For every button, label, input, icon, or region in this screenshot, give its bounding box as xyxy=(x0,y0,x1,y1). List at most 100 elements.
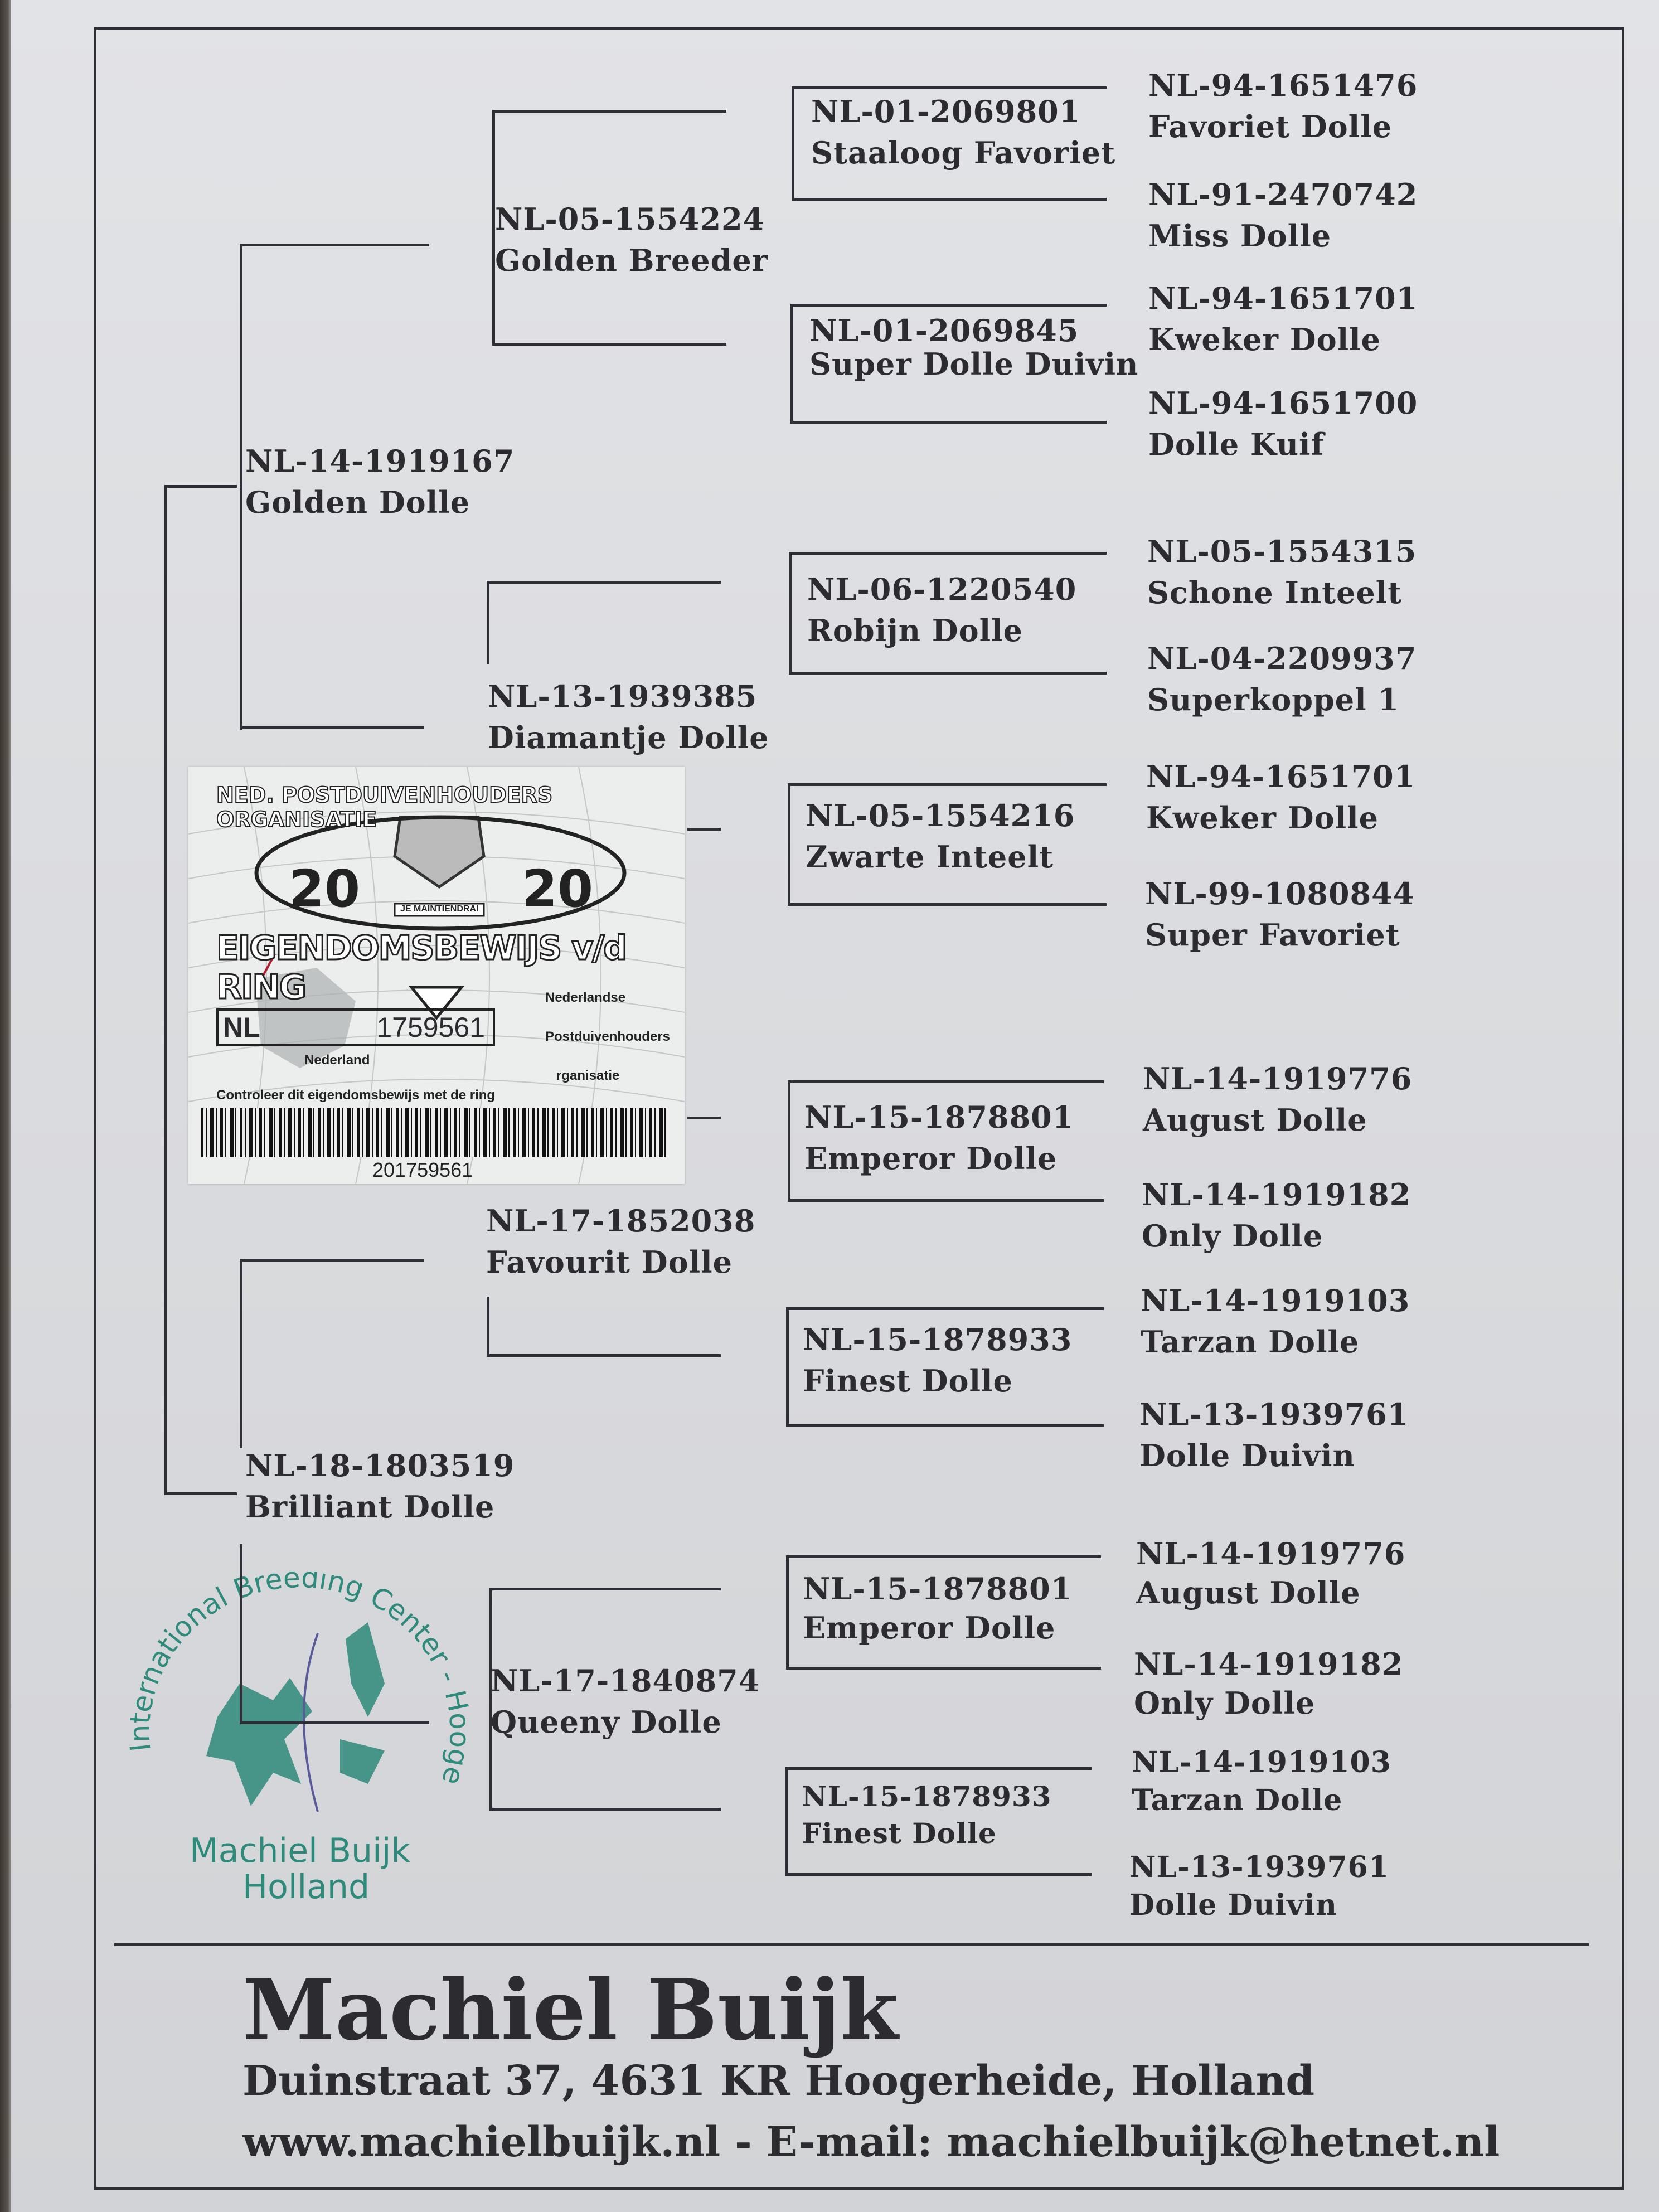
ring-number: NL-94-1651701 xyxy=(1146,759,1416,794)
pedigree-node-gen4: NL-14-1919182 Only Dolle xyxy=(1142,1174,1411,1257)
pigeon-name: Only Dolle xyxy=(1142,1218,1323,1254)
pedigree-node-gen4: NL-04-2209937 Superkoppel 1 xyxy=(1147,638,1417,720)
ring-number: NL-13-1939385 xyxy=(488,678,758,714)
pedigree-node-gen4: NL-14-1919776 August Dolle xyxy=(1143,1058,1412,1141)
pigeon-name: Super Favoriet xyxy=(1145,917,1400,953)
card-ring-number: 1759561 xyxy=(376,1012,485,1043)
ring-number: NL-01-2069845 xyxy=(809,313,1079,348)
pigeon-name: Favoriet Dolle xyxy=(1148,109,1393,144)
pedigree-sheet: NL-14-1919167 Golden Dolle NL-18-1803519… xyxy=(11,0,1659,2212)
eagle-icon xyxy=(206,1622,385,1806)
ring-number: NL-17-1852038 xyxy=(486,1203,756,1239)
pedigree-node-gen4: NL-94-1651476 Favoriet Dolle xyxy=(1148,65,1418,147)
card-country-code: NL xyxy=(223,1012,260,1043)
pigeon-name: Brilliant Dolle xyxy=(245,1489,495,1525)
pigeon-name: Finest Dolle xyxy=(803,1363,1013,1399)
pigeon-name: Diamantje Dolle xyxy=(488,720,769,755)
pigeon-name: Dolle Kuif xyxy=(1148,426,1325,462)
pedigree-node-gen3: NL-15-1878933 Finest Dolle xyxy=(803,1319,1072,1401)
pedigree-node-subject: NL-14-1919167 Golden Dolle xyxy=(245,440,515,523)
ring-number: NL-14-1919776 xyxy=(1136,1536,1406,1571)
ring-number: NL-04-2209937 xyxy=(1147,641,1417,676)
ring-ownership-card: NED. POSTDUIVENHOUDERS ORGANISATIE 20 20… xyxy=(188,767,685,1184)
pigeon-name: Golden Dolle xyxy=(245,484,470,520)
pedigree-node-gen3: NL-01-2069845 Super Dolle Duivin xyxy=(809,314,1138,381)
bracket-gen1-bottom xyxy=(240,1259,424,1448)
bracket-gen2-2 xyxy=(487,581,721,664)
card-npo-n: Nederlandse xyxy=(545,990,626,1005)
pigeon-name: August Dolle xyxy=(1136,1575,1361,1611)
breeder-stamp: International Breeding Center - Hoogerhe… xyxy=(95,1546,496,1918)
pedigree-node-gen4: NL-14-1919103 Tarzan Dolle xyxy=(1132,1744,1391,1820)
ring-number: NL-14-1919776 xyxy=(1143,1061,1413,1097)
pigeon-name: Zwarte Inteelt xyxy=(806,839,1054,875)
pigeon-name: Miss Dolle xyxy=(1148,218,1332,254)
pigeon-name: Queeny Dolle xyxy=(491,1704,722,1740)
card-title: EIGENDOMSBEWIJS v/d RING xyxy=(216,928,628,1008)
pedigree-node-subject2: NL-18-1803519 Brilliant Dolle xyxy=(245,1445,515,1527)
pedigree-node-gen4: NL-91-2470742 Miss Dolle xyxy=(1148,174,1418,256)
footer-divider xyxy=(114,1943,1589,1946)
ring-number: NL-94-1651476 xyxy=(1148,67,1418,103)
pedigree-node-gen3: NL-15-1878933 Finest Dolle xyxy=(802,1778,1051,1852)
pigeon-name: Emperor Dolle xyxy=(803,1610,1056,1646)
ring-number: NL-18-1803519 xyxy=(245,1448,515,1483)
map-silhouette xyxy=(255,968,356,1068)
bracket-gen3-3 xyxy=(789,552,1107,675)
pedigree-node-gen2: NL-05-1554224 Golden Breeder xyxy=(495,198,768,281)
pigeon-name: Tarzan Dolle xyxy=(1132,1783,1343,1817)
card-npo-o: rganisatie xyxy=(556,1068,620,1083)
card-check-text: Controleer dit eigendomsbewijs met de ri… xyxy=(216,1088,496,1103)
pedigree-node-gen3: NL-05-1554216 Zwarte Inteelt xyxy=(806,795,1075,877)
pedigree-node-gen3: NL-15-1878801 Emperor Dolle xyxy=(804,1097,1074,1179)
bracket-gen3-1 xyxy=(792,86,1107,201)
pigeon-name: Only Dolle xyxy=(1134,1685,1316,1721)
bracket-gen1-bottom-stub xyxy=(240,1721,429,1724)
pedigree-node-gen4: NL-05-1554315 Schone Inteelt xyxy=(1147,531,1417,613)
ring-number: NL-94-1651701 xyxy=(1148,280,1418,316)
ring-number: NL-01-2069801 xyxy=(811,94,1081,129)
ring-number: NL-05-1554216 xyxy=(806,798,1075,833)
stamp-place: Holland xyxy=(242,1867,370,1907)
pigeon-name: Super Dolle Duivin xyxy=(809,346,1139,382)
pigeon-name: Staaloog Favoriet xyxy=(811,135,1116,171)
pedigree-node-gen2: NL-17-1852038 Favourit Dolle xyxy=(486,1200,755,1283)
bracket-gen2-3-top xyxy=(687,828,721,831)
card-barcode xyxy=(201,1108,669,1157)
card-motto: JE MAINTIENDRAI xyxy=(400,904,479,914)
bracket-gen3-5 xyxy=(788,1080,1104,1202)
ring-number: NL-05-1554315 xyxy=(1147,533,1417,569)
ring-number: NL-15-1878933 xyxy=(802,1780,1052,1813)
card-org-name: NED. POSTDUIVENHOUDERS ORGANISATIE xyxy=(216,782,553,832)
pigeon-name: Dolle Duivin xyxy=(1129,1888,1337,1922)
pedigree-node-gen3: NL-15-1878801 Emperor Dolle xyxy=(803,1569,1072,1647)
ring-number: NL-94-1651700 xyxy=(1148,385,1418,421)
bracket-gen3-7 xyxy=(786,1555,1101,1670)
pigeon-name: Finest Dolle xyxy=(802,1817,997,1850)
card-year-right: 20 xyxy=(522,859,594,919)
ring-number: NL-14-1919103 xyxy=(1132,1745,1391,1779)
pigeon-name: Kweker Dolle xyxy=(1146,800,1379,836)
bracket-gen1-bottom-vertical xyxy=(240,1544,242,1723)
pedigree-node-gen2: NL-17-1840874 Queeny Dolle xyxy=(491,1660,760,1743)
pigeon-name: Kweker Dolle xyxy=(1148,322,1381,357)
pigeon-name: Dolle Duivin xyxy=(1139,1438,1355,1473)
ring-number: NL-15-1878801 xyxy=(804,1099,1074,1135)
ring-number: NL-14-1919182 xyxy=(1134,1646,1404,1682)
pigeon-name: Tarzan Dolle xyxy=(1141,1324,1360,1360)
pedigree-node-gen3: NL-06-1220540 Robijn Dolle xyxy=(807,569,1076,651)
pigeon-name: Golden Breeder xyxy=(495,242,769,278)
bracket-gen3-2 xyxy=(790,304,1107,424)
card-npo-p: Postduivenhouders xyxy=(545,1029,671,1044)
pedigree-node-gen4: NL-94-1651701 Kweker Dolle xyxy=(1146,756,1415,838)
pedigree-node-gen4: NL-99-1080844 Super Favoriet xyxy=(1145,873,1414,955)
bracket-gen2-3-bottom xyxy=(687,1117,721,1119)
ring-number: NL-06-1220540 xyxy=(807,571,1077,607)
card-year-left: 20 xyxy=(289,859,361,919)
breeder-contact: www.machielbuijk.nl - E-mail: machielbui… xyxy=(242,2118,1500,2166)
ring-number: NL-99-1080844 xyxy=(1145,876,1415,911)
card-country: Nederland xyxy=(304,1052,370,1068)
pigeon-name: Robijn Dolle xyxy=(807,613,1023,648)
pedigree-node-gen4: NL-94-1651701 Kweker Dolle xyxy=(1148,278,1418,360)
ring-number: NL-14-1919103 xyxy=(1141,1283,1410,1318)
